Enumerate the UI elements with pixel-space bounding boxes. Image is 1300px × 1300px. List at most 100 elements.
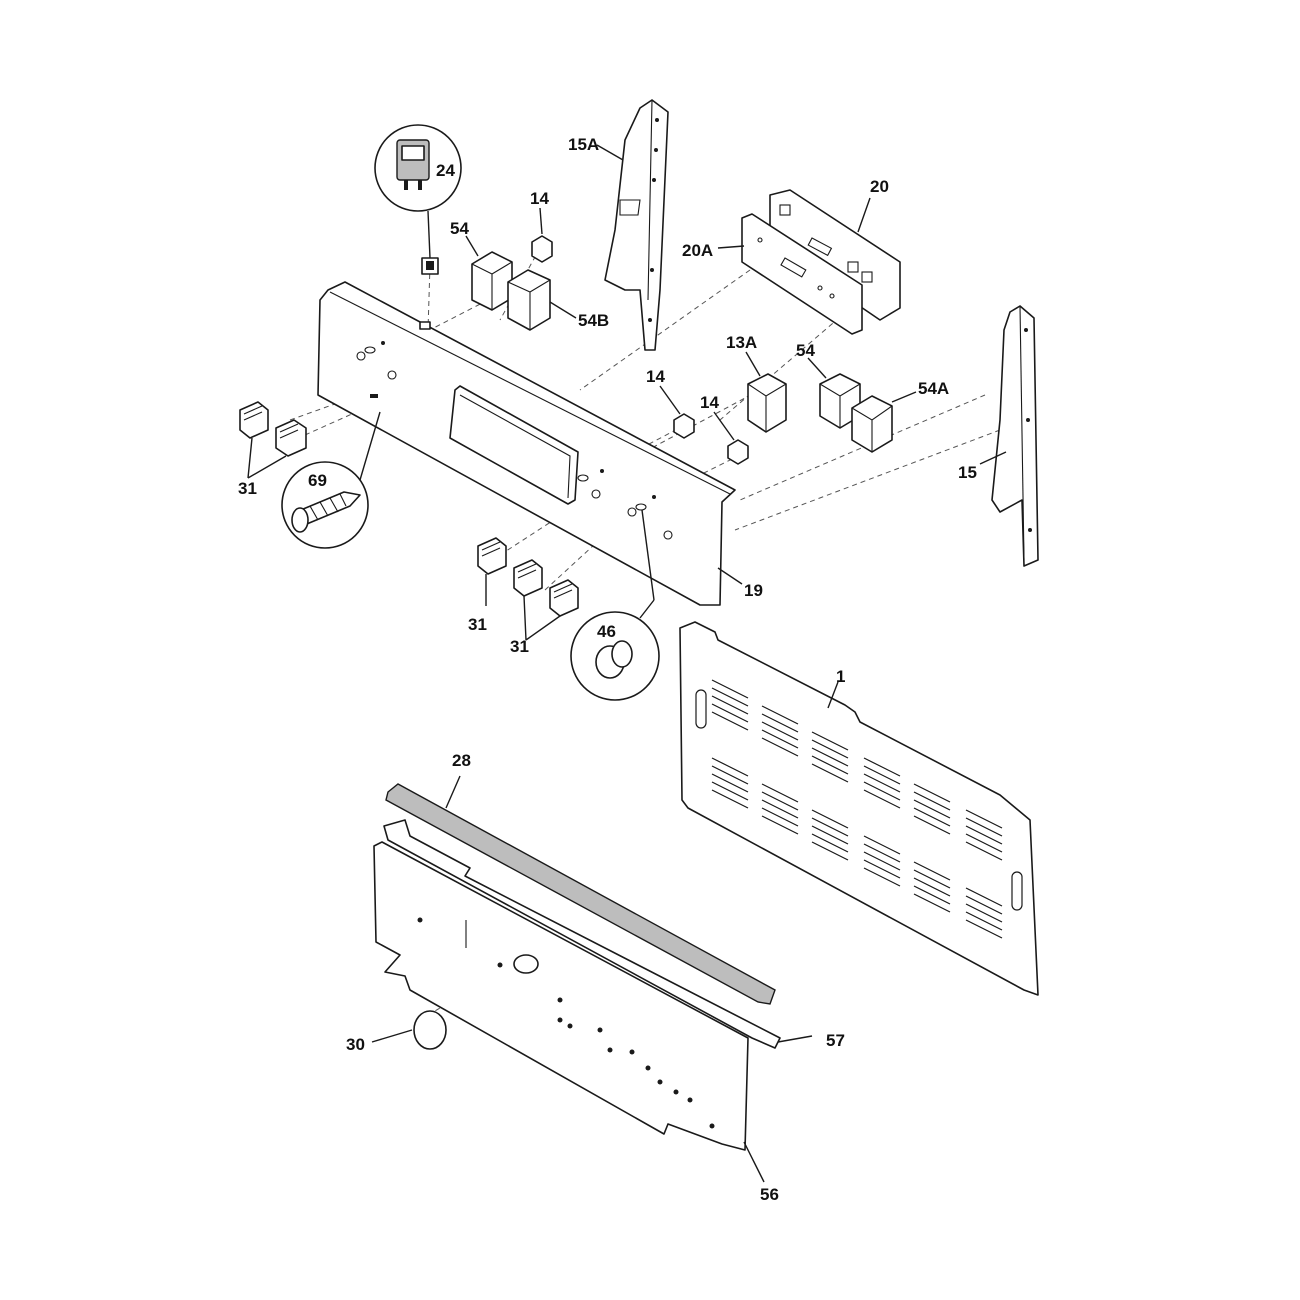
vent-slot — [711, 781, 749, 801]
vent-slot — [711, 695, 749, 715]
vent-slot — [863, 835, 901, 855]
part-14-mid-switch-a — [659, 385, 695, 439]
callout-54B: 54B — [578, 311, 609, 330]
vent-slot — [761, 737, 799, 757]
part-31-knob-mid-c — [549, 579, 579, 617]
callout-46: 46 — [597, 622, 616, 641]
vent-slot — [811, 809, 849, 829]
callout-14-mid-b: 14 — [700, 393, 719, 412]
vent-slot — [811, 747, 849, 767]
callout-31-mid-b: 31 — [510, 637, 529, 656]
callout-14-top: 14 — [530, 189, 549, 208]
vent-slot — [965, 887, 1003, 907]
vent-slot — [913, 893, 951, 913]
vent-slot — [913, 799, 951, 819]
part-69-screw-detail — [281, 394, 381, 549]
part-14-mid-switch-b — [713, 411, 749, 465]
vent-slot — [913, 869, 951, 889]
part-54-top-switch — [465, 235, 513, 311]
part-31-knob-left-a — [239, 401, 269, 439]
callout-56: 56 — [760, 1185, 779, 1204]
vent-slot — [711, 687, 749, 707]
valve-cutouts — [356, 341, 673, 540]
vent-slot — [811, 841, 849, 861]
panel-holes — [417, 917, 715, 1129]
vent-slot — [913, 783, 951, 803]
callout-15: 15 — [958, 463, 977, 482]
vent-slot — [913, 807, 951, 827]
vent-slot — [913, 861, 951, 881]
vent-slot — [913, 877, 951, 897]
vent-slot — [863, 789, 901, 809]
vent-slot — [761, 729, 799, 749]
part-15A-side-bracket — [596, 99, 669, 351]
part-13A-switch — [745, 351, 787, 433]
vent-slot — [913, 885, 951, 905]
vent-slot — [811, 739, 849, 759]
part-46-plug-detail — [570, 509, 660, 701]
callout-28: 28 — [452, 751, 471, 770]
part-30-cover — [371, 1010, 447, 1050]
callout-14-mid-a: 14 — [646, 367, 665, 386]
part-24-rocker-switch-detail — [374, 124, 462, 275]
vent-louvers — [711, 679, 1003, 939]
part-20A-overlay — [717, 213, 863, 335]
callout-24: 24 — [436, 161, 455, 180]
callout-31-left: 31 — [238, 479, 257, 498]
vent-slot — [711, 757, 749, 777]
vent-slot — [863, 843, 901, 863]
callout-57: 57 — [826, 1031, 845, 1050]
vent-slot — [913, 791, 951, 811]
vent-slot — [811, 763, 849, 783]
vent-slot — [965, 841, 1003, 861]
vent-slot — [761, 791, 799, 811]
callout-1: 1 — [836, 667, 845, 686]
callout-54A: 54A — [918, 379, 949, 398]
vent-slot — [863, 773, 901, 793]
part-31-knob-mid-a — [477, 537, 507, 575]
vent-slot — [965, 919, 1003, 939]
callout-20A: 20A — [682, 241, 713, 260]
part-28-trim-strip — [385, 775, 776, 1005]
vent-slot — [811, 817, 849, 837]
part-57-bracket-strip — [383, 819, 813, 1049]
vent-slot — [863, 851, 901, 871]
vent-slot — [811, 833, 849, 853]
callout-54-mid: 54 — [796, 341, 815, 360]
vent-slot — [761, 721, 799, 741]
vent-slot — [965, 817, 1003, 837]
vent-slot — [711, 773, 749, 793]
callout-19: 19 — [744, 581, 763, 600]
vent-slot — [711, 679, 749, 699]
vent-slot — [711, 711, 749, 731]
vent-slot — [811, 731, 849, 751]
part-19-control-panel — [317, 281, 743, 606]
vent-slot — [811, 825, 849, 845]
vent-slot — [965, 833, 1003, 853]
vent-slot — [761, 815, 799, 835]
vent-slot — [863, 765, 901, 785]
callout-20: 20 — [870, 177, 889, 196]
callout-15A: 15A — [568, 135, 599, 154]
callout-30: 30 — [346, 1035, 365, 1054]
part-15-side-bracket — [979, 305, 1039, 567]
callout-69: 69 — [308, 471, 327, 490]
part-54A-switch — [851, 391, 917, 453]
vent-slot — [711, 703, 749, 723]
vent-slot — [913, 815, 951, 835]
vent-slot — [761, 783, 799, 803]
vent-slot — [863, 757, 901, 777]
vent-slot — [965, 895, 1003, 915]
vent-slot — [761, 705, 799, 725]
vent-slot — [965, 809, 1003, 829]
vent-slot — [965, 903, 1003, 923]
callout-13A: 13A — [726, 333, 757, 352]
part-31-knob-left-b — [275, 419, 307, 457]
vent-slot — [711, 789, 749, 809]
vent-slot — [711, 765, 749, 785]
vent-slot — [965, 911, 1003, 931]
vent-slot — [761, 713, 799, 733]
part-54B-switch — [507, 269, 577, 331]
callout-labels: 24 15A 14 20 20A 54 54B 13A 54 54A 14 14… — [238, 135, 977, 1204]
callout-31-mid-a: 31 — [468, 615, 487, 634]
